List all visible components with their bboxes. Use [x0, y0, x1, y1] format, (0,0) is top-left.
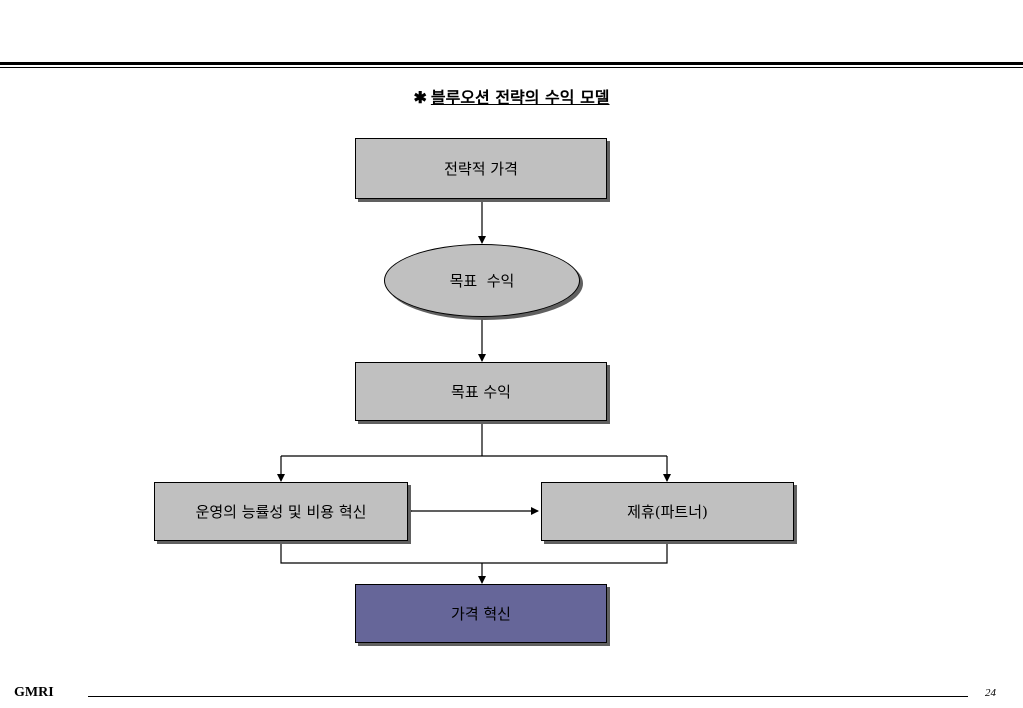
slide-title: ✱블루오션 전략의 수익 모델 — [0, 84, 1023, 108]
node-partners: 제휴(파트너) — [541, 482, 794, 541]
node-strategic-price-label: 전략적 가격 — [444, 160, 518, 178]
footer-logo: GMRI — [14, 685, 54, 700]
footer-rule — [88, 696, 968, 697]
connector-merge — [280, 541, 668, 564]
node-partners-label: 제휴(파트너) — [627, 503, 708, 521]
slide-title-text: 블루오션 전략의 수익 모델 — [430, 88, 610, 107]
asterisk-icon: ✱ — [413, 88, 427, 107]
page-number: 24 — [985, 687, 996, 699]
top-rule — [0, 62, 1023, 65]
node-efficiency: 운영의 능률성 및 비용 혁신 — [154, 482, 408, 541]
node-target-profit-label: 목표 수익 — [451, 383, 511, 401]
node-price-innovation: 가격 혁신 — [355, 584, 607, 643]
node-target-profit: 목표 수익 — [355, 362, 607, 421]
node-price-innovation-label: 가격 혁신 — [451, 605, 511, 623]
node-target-profit-ellipse-label: 목표 수익 — [449, 272, 515, 290]
top-rule-thin — [0, 67, 1023, 68]
node-efficiency-label: 운영의 능률성 및 비용 혁신 — [195, 503, 367, 521]
node-target-profit-ellipse: 목표 수익 — [384, 244, 580, 317]
node-strategic-price: 전략적 가격 — [355, 138, 607, 199]
